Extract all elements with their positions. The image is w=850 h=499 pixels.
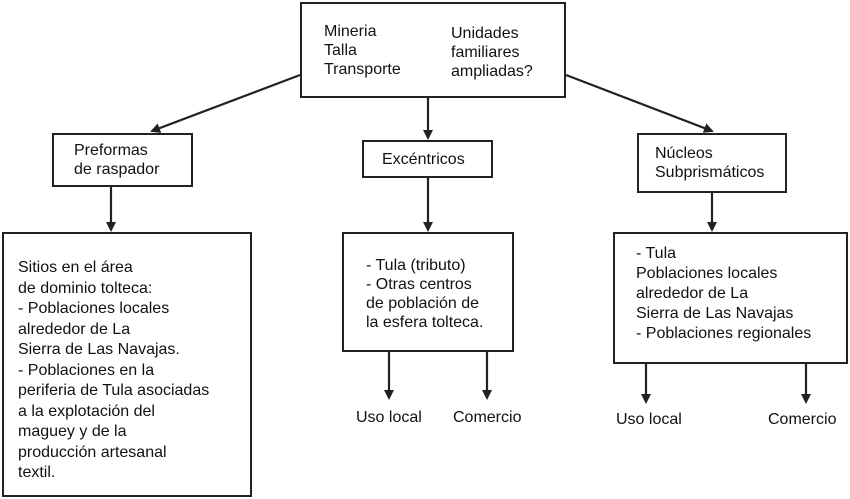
- top-left-text: Mineria Talla Transporte: [324, 23, 401, 78]
- nucleos-label: Núcleos Subprismáticos: [655, 145, 765, 181]
- arrow-top-to-nucleos: [565, 73, 714, 133]
- tula-text: - Tula (tributo) - Otras centros de pobl…: [366, 257, 484, 331]
- excentricos-box: [362, 140, 493, 178]
- excentricos-label: Excéntricos: [382, 151, 465, 168]
- nucleos-box: [637, 133, 787, 193]
- poblaciones-box: [613, 232, 848, 364]
- top-box: [300, 2, 566, 98]
- preformas-label: Preformas de raspador: [74, 142, 160, 178]
- top-right-text: Unidades familiares ampliadas?: [451, 25, 533, 80]
- arrow-top-to-preformas: [150, 73, 301, 133]
- poblaciones-text: - Tula Poblaciones locales alrededor de …: [636, 245, 812, 342]
- right-comercio-label: Comercio: [768, 411, 837, 428]
- center-comercio-label: Comercio: [453, 409, 522, 426]
- sitios-text: Sitios en el área de dominio tolteca: - …: [18, 259, 210, 481]
- sitios-box: [2, 232, 252, 497]
- tula-box: [342, 232, 514, 352]
- center-uso-local-label: Uso local: [356, 409, 422, 426]
- right-uso-local-label: Uso local: [616, 411, 682, 428]
- preformas-box: [52, 133, 193, 187]
